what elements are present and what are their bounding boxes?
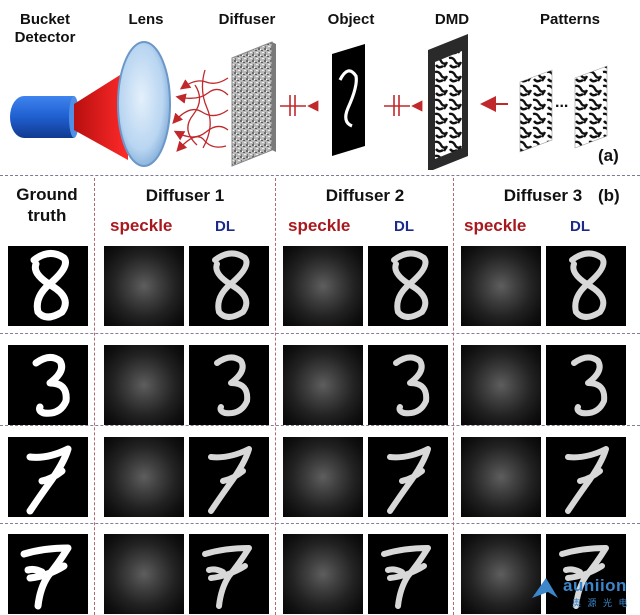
speckle-image [461, 345, 541, 425]
speckle-image [104, 246, 184, 326]
dl-reconstruction-image [368, 246, 448, 326]
column-divider-1 [94, 178, 95, 615]
speckle-image [283, 246, 363, 326]
ground-truth-header: Ground truth [16, 185, 78, 225]
separator-1 [280, 95, 306, 116]
dmd-icon [428, 34, 468, 170]
row-divider-2 [0, 425, 640, 426]
diffuser-1-header: Diffuser 1 [145, 186, 225, 205]
dl-label-3: DL [570, 218, 590, 235]
panel-b-tag: (b) [598, 186, 620, 205]
speckle-image [461, 437, 541, 517]
object-label: Object [327, 11, 375, 28]
column-divider-2 [275, 178, 276, 615]
speckle-image [283, 437, 363, 517]
dl-label-1: DL [215, 218, 235, 235]
diffuser-icon [231, 41, 276, 167]
bucket-detector-icon [10, 96, 79, 138]
ground-truth-image [8, 246, 88, 326]
speckle-image [104, 437, 184, 517]
lens-label: Lens [128, 11, 164, 28]
bucket-detector-label: Bucket Detector [14, 11, 76, 46]
dl-reconstruction-image [546, 246, 626, 326]
dl-reconstruction-image [546, 437, 626, 517]
separator-2 [384, 95, 410, 116]
diffuser-2-header: Diffuser 2 [325, 186, 405, 205]
light-beam [74, 70, 128, 160]
dl-reconstruction-image [368, 534, 448, 614]
column-divider-3 [453, 178, 454, 615]
speckle-label-1: speckle [110, 216, 173, 235]
watermark-sub: 奥 源 光 电 [572, 598, 630, 608]
diffuser-3-header: Diffuser 3 [503, 186, 583, 205]
speckle-label-2: speckle [288, 216, 351, 235]
dl-reconstruction-image [189, 345, 269, 425]
row-divider-3 [0, 523, 640, 524]
lens-icon [117, 41, 171, 167]
dmd-label: DMD [434, 11, 470, 28]
setup-diagram [10, 34, 608, 170]
auniion-logo-icon [532, 578, 558, 598]
scattered-light [172, 69, 229, 152]
ground-truth-image [8, 345, 88, 425]
watermark-name: auniion [563, 576, 627, 595]
panel-a-tag: (a) [598, 146, 619, 165]
object-digit-icon [332, 44, 365, 156]
patterns-ellipsis: ... [555, 94, 569, 111]
patterns-label: Patterns [539, 11, 601, 28]
diffuser-label: Diffuser [218, 11, 276, 28]
dl-reconstruction-image [546, 534, 626, 614]
patterns-icon [519, 65, 608, 153]
dl-reconstruction-image [368, 345, 448, 425]
dl-reconstruction-image [189, 534, 269, 614]
speckle-label-3: speckle [464, 216, 527, 235]
dl-reconstruction-image [189, 246, 269, 326]
speckle-image [104, 345, 184, 425]
speckle-image [283, 534, 363, 614]
speckle-image [283, 345, 363, 425]
dl-reconstruction-image [546, 345, 626, 425]
speckle-image [104, 534, 184, 614]
row-divider-1 [0, 333, 640, 334]
dl-reconstruction-image [189, 437, 269, 517]
speckle-image [461, 246, 541, 326]
ground-truth-image [8, 437, 88, 517]
panel-divider [0, 175, 640, 176]
ground-truth-image [8, 534, 88, 614]
dl-label-2: DL [394, 218, 414, 235]
dl-reconstruction-image [368, 437, 448, 517]
speckle-image [461, 534, 541, 614]
